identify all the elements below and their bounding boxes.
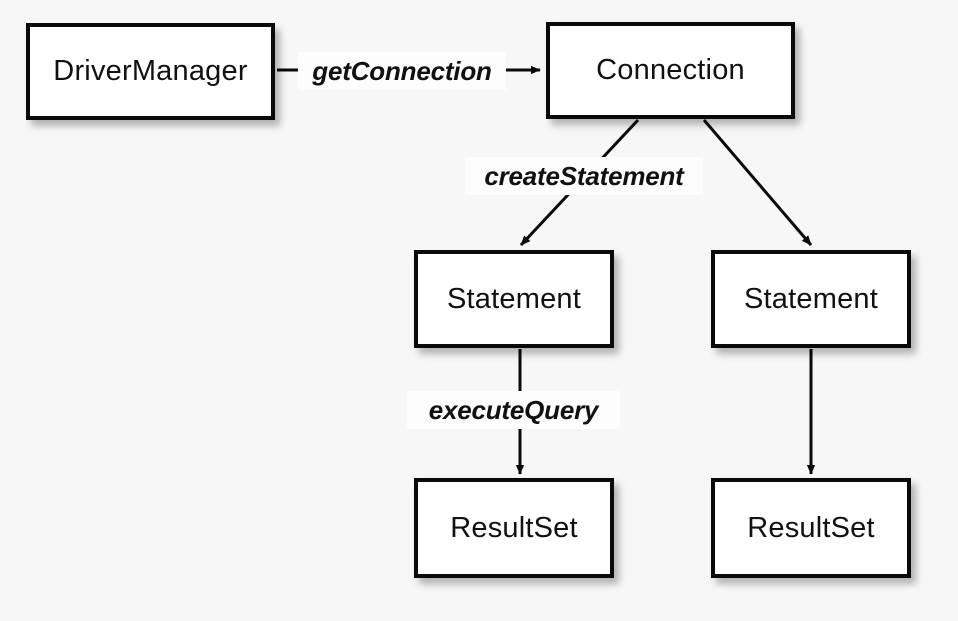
edge-label-get-connection: getConnection bbox=[298, 52, 506, 90]
edge-label-create-statement: createStatement bbox=[465, 157, 703, 195]
node-label-statement-right: Statement bbox=[744, 282, 878, 315]
node-label-resultset-right: ResultSet bbox=[747, 511, 875, 544]
edge-line-create-statement-2 bbox=[702, 119, 813, 246]
node-statement-right[interactable]: Statement bbox=[711, 250, 911, 348]
node-resultset-left[interactable]: ResultSet bbox=[414, 478, 614, 578]
node-driver-manager[interactable]: DriverManager bbox=[26, 23, 275, 120]
node-connection[interactable]: Connection bbox=[546, 22, 795, 119]
node-label-resultset-left: ResultSet bbox=[450, 511, 578, 544]
node-label-statement-left: Statement bbox=[447, 282, 581, 315]
edge-label-execute-query: executeQuery bbox=[407, 391, 620, 429]
node-label-driver-manager: DriverManager bbox=[53, 55, 248, 87]
node-label-connection: Connection bbox=[596, 54, 745, 86]
node-statement-left[interactable]: Statement bbox=[414, 250, 614, 348]
node-resultset-right[interactable]: ResultSet bbox=[711, 478, 911, 578]
